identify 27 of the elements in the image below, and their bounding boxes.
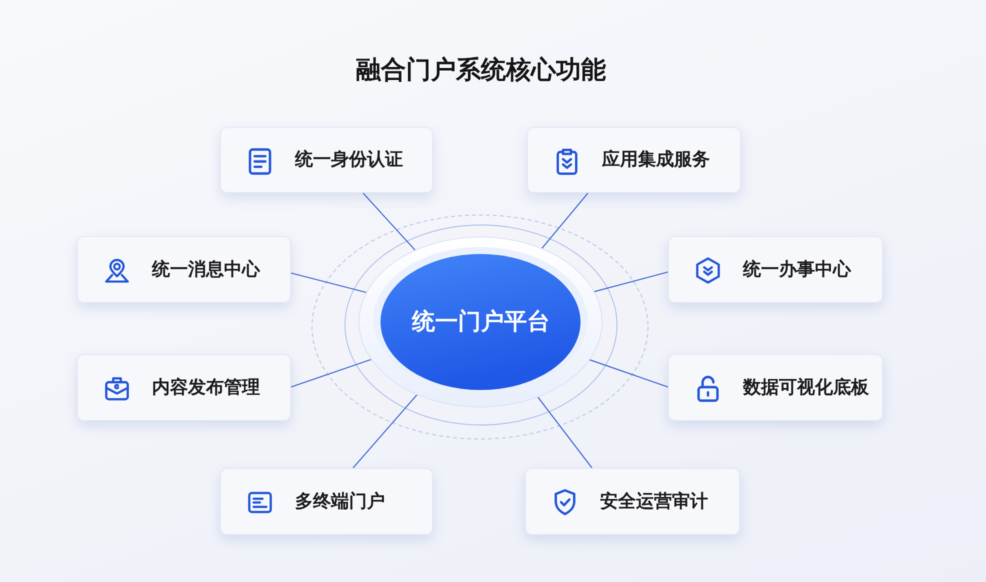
connector-line xyxy=(541,192,588,249)
feature-label: 统一身份认证 xyxy=(295,149,403,171)
feature-card xyxy=(220,127,433,193)
feature-label: 统一办事中心 xyxy=(743,259,851,281)
feature-card xyxy=(527,127,741,193)
feature-card xyxy=(77,236,291,303)
hub-label: 统一门户平台 xyxy=(412,308,550,336)
feature-label: 安全运营审计 xyxy=(600,491,708,513)
connector-line xyxy=(362,192,416,251)
connector-line xyxy=(352,394,418,468)
connector-line xyxy=(594,271,668,292)
connector-line xyxy=(290,272,367,294)
feature-card xyxy=(220,468,433,535)
feature-card xyxy=(77,354,291,421)
feature-label: 多终端门户 xyxy=(295,491,385,513)
connector-line xyxy=(290,358,372,388)
feature-label: 统一消息中心 xyxy=(152,259,260,281)
diagram-title: 融合门户系统核心功能 xyxy=(356,55,606,85)
hub-ellipse xyxy=(358,236,603,408)
feature-card xyxy=(668,354,883,421)
feature-label: 应用集成服务 xyxy=(602,149,710,171)
feature-label: 数据可视化底板 xyxy=(743,377,869,399)
feature-card xyxy=(668,236,883,303)
connector-line xyxy=(537,396,592,468)
connector-line xyxy=(589,359,668,388)
feature-label: 内容发布管理 xyxy=(152,377,260,399)
feature-card xyxy=(525,468,740,535)
